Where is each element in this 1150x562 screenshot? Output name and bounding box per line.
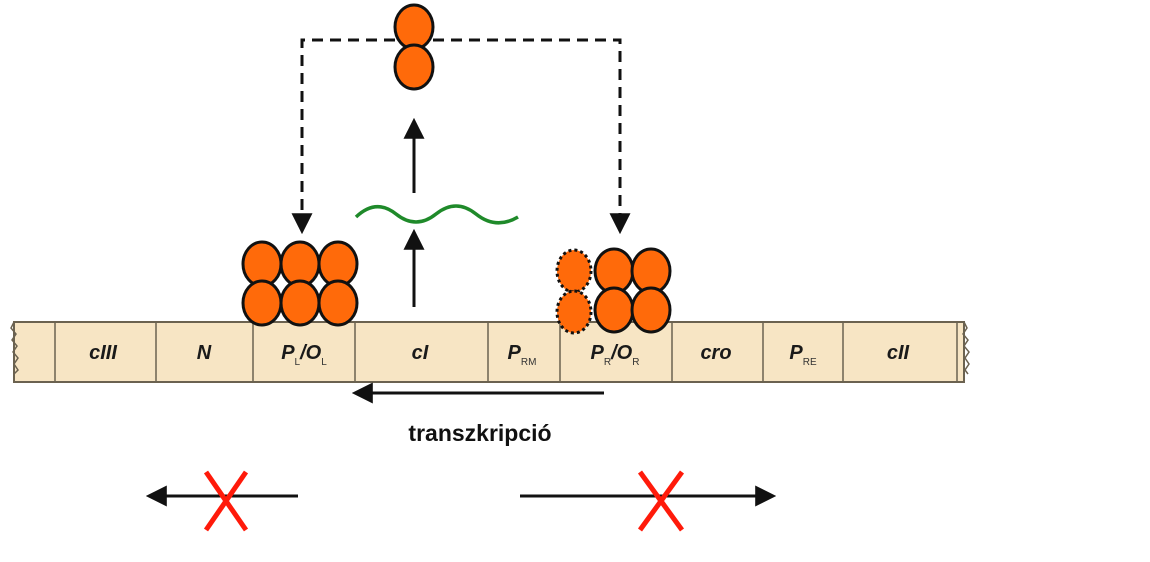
repressor-pl-6: [317, 279, 359, 327]
repressor-pr-dotted-2: [555, 289, 593, 335]
mrna-wave-icon: [354, 204, 519, 225]
repressor-monomer-bottom: [393, 43, 435, 91]
feedback-loop: [291, 38, 631, 235]
gene-label-prm: PRM: [508, 342, 537, 368]
blocked-transcription-cross-icon: [637, 470, 685, 532]
gene-label-pl-ol: PL/OL: [281, 342, 327, 368]
repressor-pl-3: [317, 240, 359, 288]
repressor-monomer-top: [393, 3, 435, 51]
blocked-right-transcription: [520, 470, 777, 532]
repressor-dimer-icon: [393, 3, 435, 91]
repressor-pr-1: [593, 247, 635, 295]
repressor-pl-4: [241, 279, 283, 327]
gene-label-ciii: cIII: [89, 342, 117, 364]
repressor-cluster-pl: [241, 240, 359, 327]
feedback-dashed-right: [433, 38, 631, 235]
repressor-pl-5: [279, 279, 321, 327]
blocked-transcription-cross-icon: [203, 470, 249, 532]
gene-label-cii: cII: [887, 342, 910, 364]
repressor-pl-2: [279, 240, 321, 288]
repressor-pr-2: [630, 247, 672, 295]
repressor-cluster-pr: [555, 247, 672, 335]
blocked-left-transcription: [145, 470, 298, 532]
gene-label-pre: PRE: [789, 342, 817, 368]
dna-right-torn-edge: [962, 321, 970, 375]
dna-left-torn-edge: [10, 321, 19, 375]
repressor-pr-3: [593, 286, 635, 334]
repressor-pr-dotted-1: [555, 248, 593, 294]
transcription-label: transzkripció: [408, 420, 551, 446]
gene-label-n: N: [197, 342, 212, 364]
repressor-pl-1: [241, 240, 283, 288]
dna-strip: [10, 321, 970, 383]
gene-labels: cIII N PL/OL cI PRM PR/OR cro PRE cII: [89, 342, 909, 368]
gene-label-ci: cI: [412, 342, 429, 364]
dna-strip-background: [13, 321, 965, 383]
dna-segment-dividers: [54, 322, 958, 382]
feedback-dashed-left: [291, 38, 395, 235]
repressor-pr-4: [630, 286, 672, 334]
gene-label-cro: cro: [700, 342, 731, 364]
gene-label-pr-or: PR/OR: [591, 342, 640, 368]
